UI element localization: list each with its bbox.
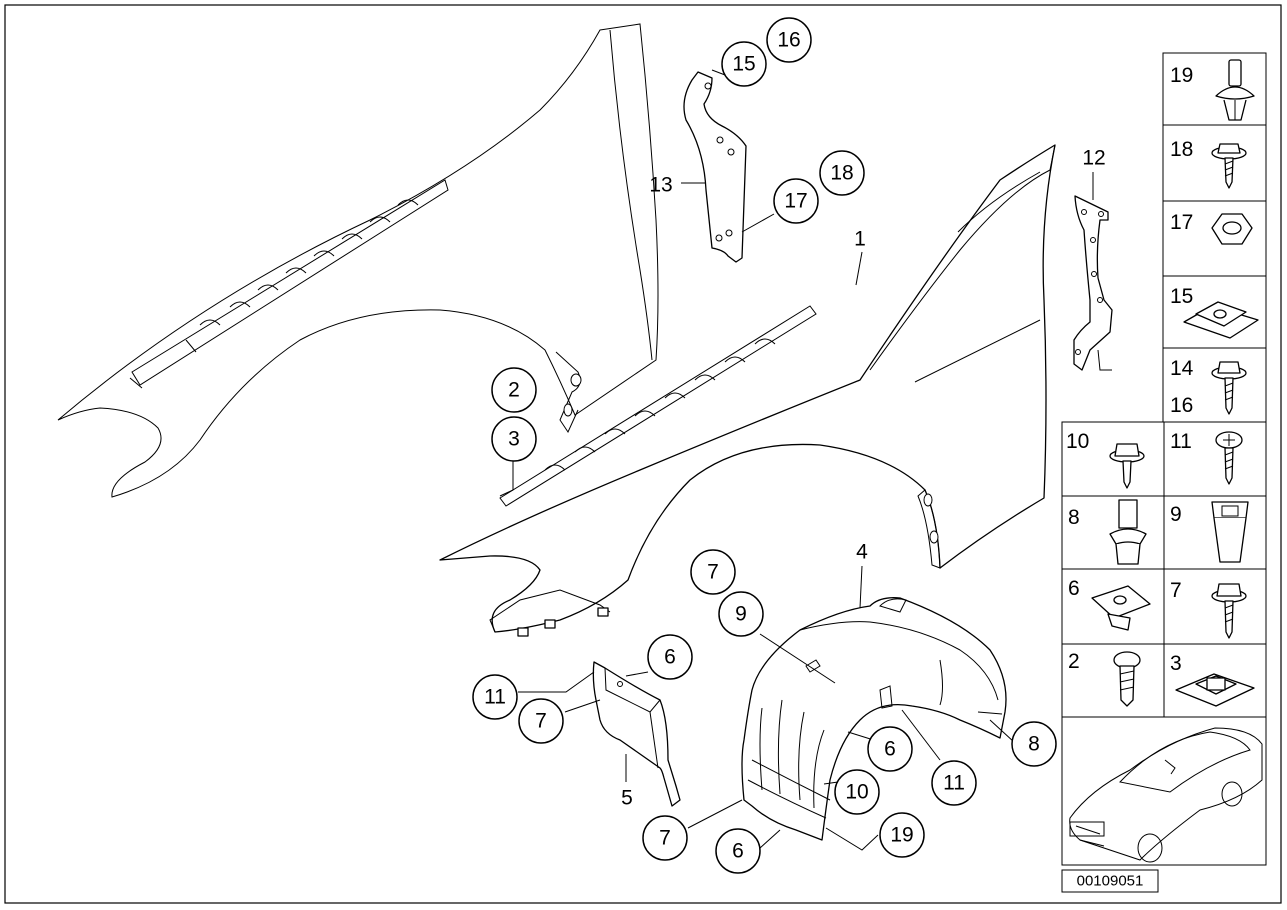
clip-nut-icon bbox=[1183, 301, 1259, 339]
legend-label-16: 16 bbox=[1170, 394, 1193, 417]
legend-label-6: 6 bbox=[1068, 577, 1080, 600]
diagram-id-text: 00109051 bbox=[1077, 873, 1144, 890]
legend-label-3: 3 bbox=[1170, 652, 1182, 675]
legend-label-18: 18 bbox=[1170, 138, 1193, 161]
bracket-13-icon bbox=[683, 71, 747, 263]
callout-15[interactable]: 15 bbox=[721, 41, 767, 87]
svg-text:8: 8 bbox=[1028, 733, 1040, 756]
svg-text:19: 19 bbox=[890, 824, 913, 847]
svg-text:7: 7 bbox=[659, 827, 671, 850]
svg-text:7: 7 bbox=[535, 710, 547, 733]
callout-11-b[interactable]: 11 bbox=[931, 760, 977, 806]
clip-nut-icon bbox=[1091, 585, 1151, 631]
callout-7-b[interactable]: 7 bbox=[518, 698, 564, 744]
mudguard-plate-icon bbox=[592, 661, 681, 807]
screw-with-washer-icon bbox=[1109, 443, 1145, 489]
svg-text:7: 7 bbox=[707, 561, 719, 584]
svg-text:6: 6 bbox=[884, 738, 896, 761]
legend-label-11: 11 bbox=[1170, 430, 1192, 453]
legend-label-10: 10 bbox=[1066, 430, 1089, 453]
label-4[interactable]: 4 bbox=[856, 541, 868, 564]
svg-text:11: 11 bbox=[943, 772, 965, 795]
leader-lines bbox=[499, 69, 1112, 851]
expanding-rivet-icon bbox=[1215, 59, 1255, 121]
legend-label-8: 8 bbox=[1068, 506, 1080, 529]
callout-19[interactable]: 19 bbox=[879, 812, 925, 858]
svg-text:11: 11 bbox=[484, 686, 506, 709]
label-1[interactable]: 1 bbox=[854, 228, 866, 251]
svg-text:17: 17 bbox=[784, 190, 807, 213]
legend-label-9: 9 bbox=[1170, 503, 1182, 526]
car-thumbnail-icon bbox=[1069, 727, 1263, 863]
callout-3[interactable]: 3 bbox=[491, 416, 537, 462]
legend-label-14: 14 bbox=[1170, 357, 1194, 380]
svg-text:16: 16 bbox=[777, 29, 800, 52]
legend-label-17: 17 bbox=[1170, 211, 1193, 234]
clip-nut-icon bbox=[1175, 673, 1255, 707]
screw-icon bbox=[1215, 431, 1243, 485]
callout-17[interactable]: 17 bbox=[773, 178, 819, 224]
callout-7-c[interactable]: 7 bbox=[642, 815, 688, 861]
screw-with-washer-icon bbox=[1211, 361, 1247, 415]
screw-icon bbox=[1113, 651, 1141, 707]
svg-text:15: 15 bbox=[732, 53, 755, 76]
clip-icon bbox=[1109, 499, 1147, 565]
callout-7-a[interactable]: 7 bbox=[690, 549, 736, 595]
label-5[interactable]: 5 bbox=[621, 787, 633, 810]
callout-9[interactable]: 9 bbox=[718, 591, 764, 637]
legend-label-7: 7 bbox=[1170, 579, 1182, 602]
fender-panel-icon bbox=[439, 144, 1056, 637]
fender-outline-icon bbox=[57, 23, 659, 498]
svg-text:10: 10 bbox=[845, 781, 868, 804]
callout-8[interactable]: 8 bbox=[1011, 721, 1057, 767]
svg-text:9: 9 bbox=[735, 603, 747, 626]
callout-2[interactable]: 2 bbox=[491, 367, 537, 413]
fender-slot-row bbox=[199, 199, 419, 326]
legend-label-19: 19 bbox=[1170, 64, 1193, 87]
svg-text:6: 6 bbox=[664, 646, 676, 669]
callout-11-a[interactable]: 11 bbox=[472, 674, 518, 720]
screw-with-washer-icon bbox=[1211, 583, 1247, 639]
fender-liner-icon bbox=[741, 597, 1007, 841]
svg-text:6: 6 bbox=[732, 840, 744, 863]
svg-text:3: 3 bbox=[508, 428, 520, 451]
diagram-id-box: 00109051 bbox=[1061, 869, 1159, 893]
legend-label-2: 2 bbox=[1068, 650, 1080, 673]
legend-label-15: 15 bbox=[1170, 285, 1193, 308]
parts-legend bbox=[1061, 52, 1267, 866]
clip-nut-icon bbox=[1211, 501, 1249, 563]
callout-16[interactable]: 16 bbox=[766, 17, 812, 63]
screw-with-washer-icon bbox=[1211, 143, 1247, 189]
svg-text:2: 2 bbox=[508, 379, 520, 402]
label-13[interactable]: 13 bbox=[649, 174, 672, 197]
callout-18[interactable]: 18 bbox=[819, 150, 865, 196]
callout-10[interactable]: 10 bbox=[834, 769, 880, 815]
callout-6-b[interactable]: 6 bbox=[867, 726, 913, 772]
svg-text:18: 18 bbox=[830, 162, 853, 185]
callout-6-a[interactable]: 6 bbox=[647, 634, 693, 680]
callout-6-c[interactable]: 6 bbox=[715, 828, 761, 874]
bracket-12-icon bbox=[1073, 195, 1113, 371]
nut-icon bbox=[1211, 213, 1253, 245]
label-12[interactable]: 12 bbox=[1082, 147, 1105, 170]
